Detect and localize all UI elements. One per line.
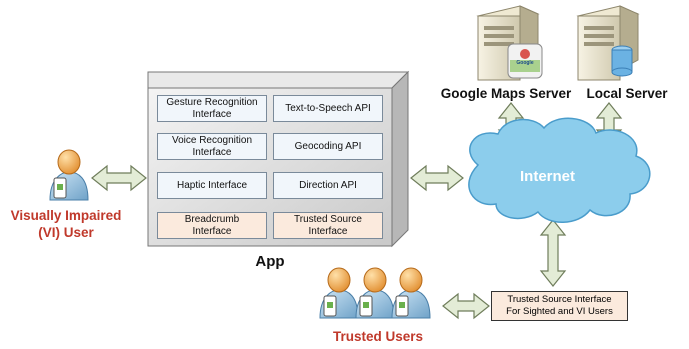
internet-cloud xyxy=(468,117,651,223)
trusted-users-label: Trusted Users xyxy=(332,329,424,344)
module-trusted-source-interface: Trusted Source Interface xyxy=(273,212,383,239)
google-badge-text: Google xyxy=(516,60,534,66)
google-maps-server-icon xyxy=(476,5,543,81)
arrow-user-app xyxy=(91,164,147,192)
module-breadcrumb-interface: Breadcrumb Interface xyxy=(157,212,267,239)
local-server-icon xyxy=(576,5,640,81)
arrow-app-internet xyxy=(410,164,464,192)
vi-user-icon xyxy=(49,149,89,201)
vi-user-label: Visually Impaired (VI) User xyxy=(10,208,122,240)
google-maps-server-label: Google Maps Server xyxy=(440,86,572,101)
trusted-user-icon xyxy=(355,267,395,319)
internet-label: Internet xyxy=(520,168,576,185)
module-voice-recognition: Voice Recognition Interface xyxy=(157,133,267,160)
trusted-source-interface-box: Trusted Source Interface For Sighted and… xyxy=(491,291,628,321)
module-gesture-recognition: Gesture Recognition Interface xyxy=(157,95,267,122)
module-text-to-speech: Text-to-Speech API xyxy=(273,95,383,122)
module-haptic-interface: Haptic Interface xyxy=(157,172,267,199)
local-server-label: Local Server xyxy=(586,86,668,101)
arrow-users-trusted xyxy=(442,292,490,320)
trusted-user-icon xyxy=(319,267,359,319)
module-direction-api: Direction API xyxy=(273,172,383,199)
module-geocoding-api: Geocoding API xyxy=(273,133,383,160)
arrow-internet-trusted xyxy=(539,219,567,287)
trusted-user-icon xyxy=(391,267,431,319)
app-title: App xyxy=(255,253,285,270)
